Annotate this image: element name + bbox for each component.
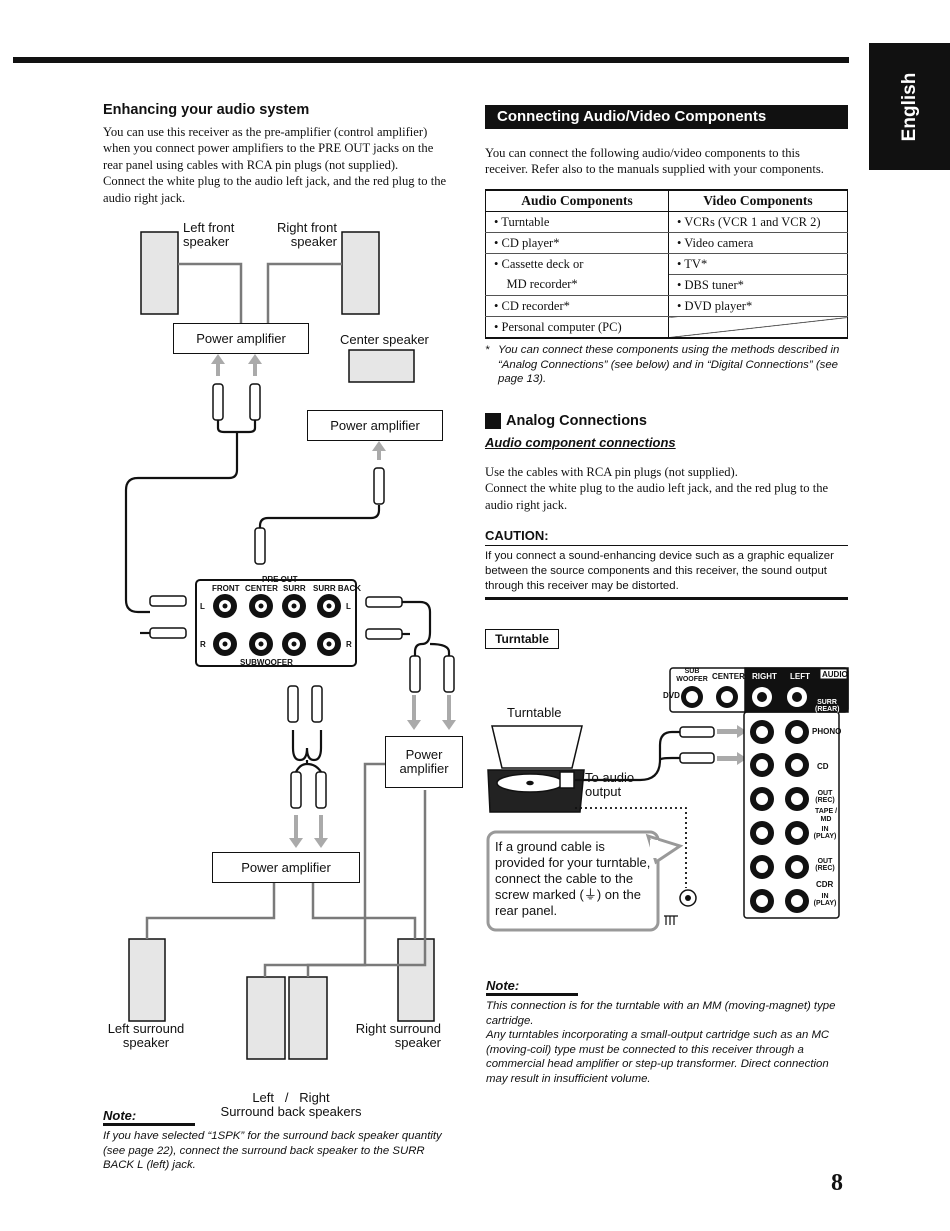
caution-top-rule (485, 545, 848, 546)
turntable-connection-diagram (486, 667, 849, 932)
page-number: 8 (831, 1170, 843, 1196)
center-power-amplifier: Power amplifier (307, 410, 443, 441)
center-label: CENTER (245, 584, 278, 593)
table-cell: • VCRs (VCR 1 and VCR 2) (668, 211, 848, 233)
left-heading: Enhancing your audio system (103, 102, 310, 118)
table-cell: • CD recorder* (485, 295, 669, 317)
table-cell: • TV* (668, 253, 848, 275)
left-surround-speaker-icon (128, 938, 166, 1022)
panel-in-play-label-2: IN (PLAY) (813, 893, 837, 907)
right-surround-speaker-icon (397, 938, 435, 1022)
analog-text: Use the cables with RCA pin plugs (not s… (485, 465, 829, 512)
pre-out-panel (195, 579, 357, 667)
surr-back-label: SURR BACK (313, 584, 361, 593)
panel-audio-label: AUDIO (822, 670, 848, 679)
components-table: Audio Components Video Components • Turn… (485, 189, 848, 339)
center-speaker-label: Center speaker (340, 332, 429, 347)
right-note-rule (486, 993, 578, 996)
table-cell: • DVD player* (668, 295, 848, 317)
panel-right-label: RIGHT (752, 672, 777, 681)
analog-heading: Analog Connections (506, 413, 647, 429)
left-front-speaker-icon (140, 231, 179, 315)
panel-l-left: L (200, 602, 205, 611)
pre-out-connection-diagram (124, 231, 456, 1060)
panel-in-play-label-1: IN (PLAY) (813, 826, 837, 840)
panel-cd-label: CD (817, 762, 829, 771)
panel-tape-md-label: TAPE / MD (814, 808, 838, 823)
table-cell: MD recorder* (485, 274, 669, 296)
section-title-bar: Connecting Audio/Video Components (485, 105, 848, 129)
pre-out-label: PRE OUT (262, 575, 298, 584)
table-cell-empty (668, 316, 848, 339)
panel-cdr-label: CDR (816, 880, 834, 889)
panel-left-label: LEFT (790, 672, 810, 681)
left-intro: You can use this receiver as the pre-amp… (103, 125, 447, 205)
subwoofer-label: SUBWOOFER (240, 658, 293, 667)
caution-text: If you connect a sound-enhancing device … (485, 550, 834, 592)
table-cell: • Video camera (668, 232, 848, 254)
panel-surr-rear-label: SURR (REAR) (815, 699, 840, 713)
left-note-rule (103, 1123, 195, 1126)
front-label: FRONT (212, 584, 240, 593)
language-tab: English (869, 43, 950, 170)
panel-l-right: L (346, 602, 351, 611)
panel-out-rec-label-1: OUT (REC) (815, 790, 835, 804)
right-note-title: Note: (486, 978, 520, 993)
sub-woofer-label: SUB WOOFER (676, 668, 708, 683)
analog-subheading: Audio component connections (485, 435, 676, 450)
left-surround-back-speaker-icon (246, 976, 286, 1060)
right-surround-back-speaker-icon (288, 976, 328, 1060)
panel-r-right: R (346, 640, 352, 649)
caution-title: CAUTION: (485, 528, 549, 543)
panel-out-rec-label-2: OUT (REC) (815, 858, 835, 872)
right-note-text: This connection is for the turntable wit… (486, 1000, 836, 1085)
footnote-mark: * (485, 344, 490, 356)
ground-cable-note: If a ground cable is provided for your t… (495, 839, 651, 918)
left-note-title: Note: (103, 1108, 137, 1123)
panel-center-label: CENTER (712, 672, 745, 681)
table-cell: • Cassette deck or (485, 253, 669, 275)
right-front-speaker-icon (341, 231, 380, 315)
footnote-text: You can connect these components using t… (498, 344, 840, 386)
analog-heading-square (485, 413, 501, 429)
left-note-text: If you have selected “1SPK” for the surr… (103, 1130, 442, 1172)
panel-r-left: R (200, 640, 206, 649)
video-header: Video Components (668, 189, 848, 212)
surround-power-amplifier: Power amplifier (212, 852, 360, 883)
right-intro: You can connect the following audio/vide… (485, 146, 824, 177)
table-cell: • CD player* (485, 232, 669, 254)
turntable-box: Turntable (485, 629, 559, 649)
front-power-amplifier: Power amplifier (173, 323, 309, 354)
surr-label: SURR (283, 584, 306, 593)
caution-bottom-rule (485, 597, 848, 600)
panel-dvd-label: DVD (663, 691, 680, 700)
table-cell: • Turntable (485, 211, 669, 233)
table-cell: • Personal computer (PC) (485, 316, 669, 339)
top-rule (13, 57, 849, 63)
table-cell: • DBS tuner* (668, 274, 848, 296)
turntable-label: Turntable (507, 705, 562, 720)
panel-phono-label: PHONO (812, 727, 842, 736)
center-speaker-icon (348, 349, 415, 383)
audio-header: Audio Components (485, 189, 669, 212)
